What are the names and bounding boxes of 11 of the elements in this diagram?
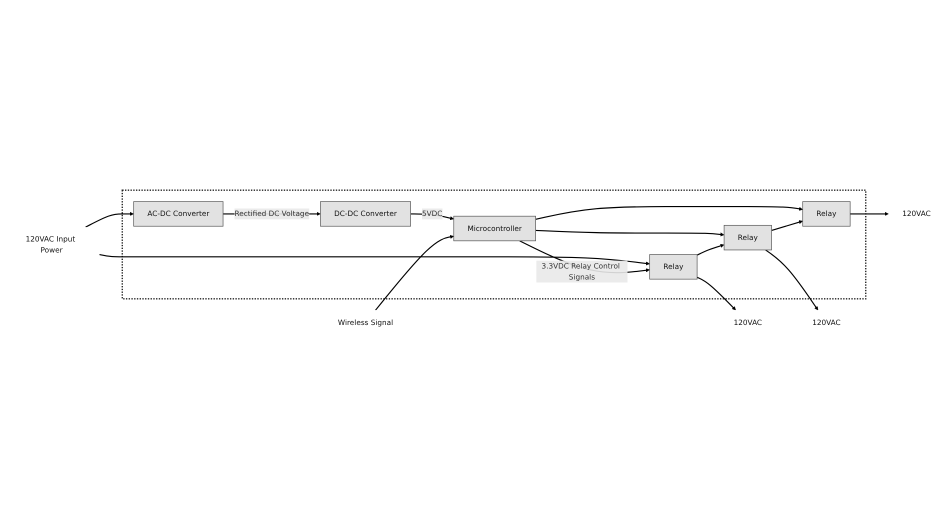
arrow [765,249,818,310]
cluster [122,190,866,300]
arrow [536,230,724,236]
arrow [850,212,889,216]
arrow [375,234,454,311]
arrow [99,254,650,266]
arrow [771,220,803,232]
arrow [696,244,724,256]
arrow [696,276,736,310]
arrow [85,212,134,228]
arrow [535,206,803,220]
